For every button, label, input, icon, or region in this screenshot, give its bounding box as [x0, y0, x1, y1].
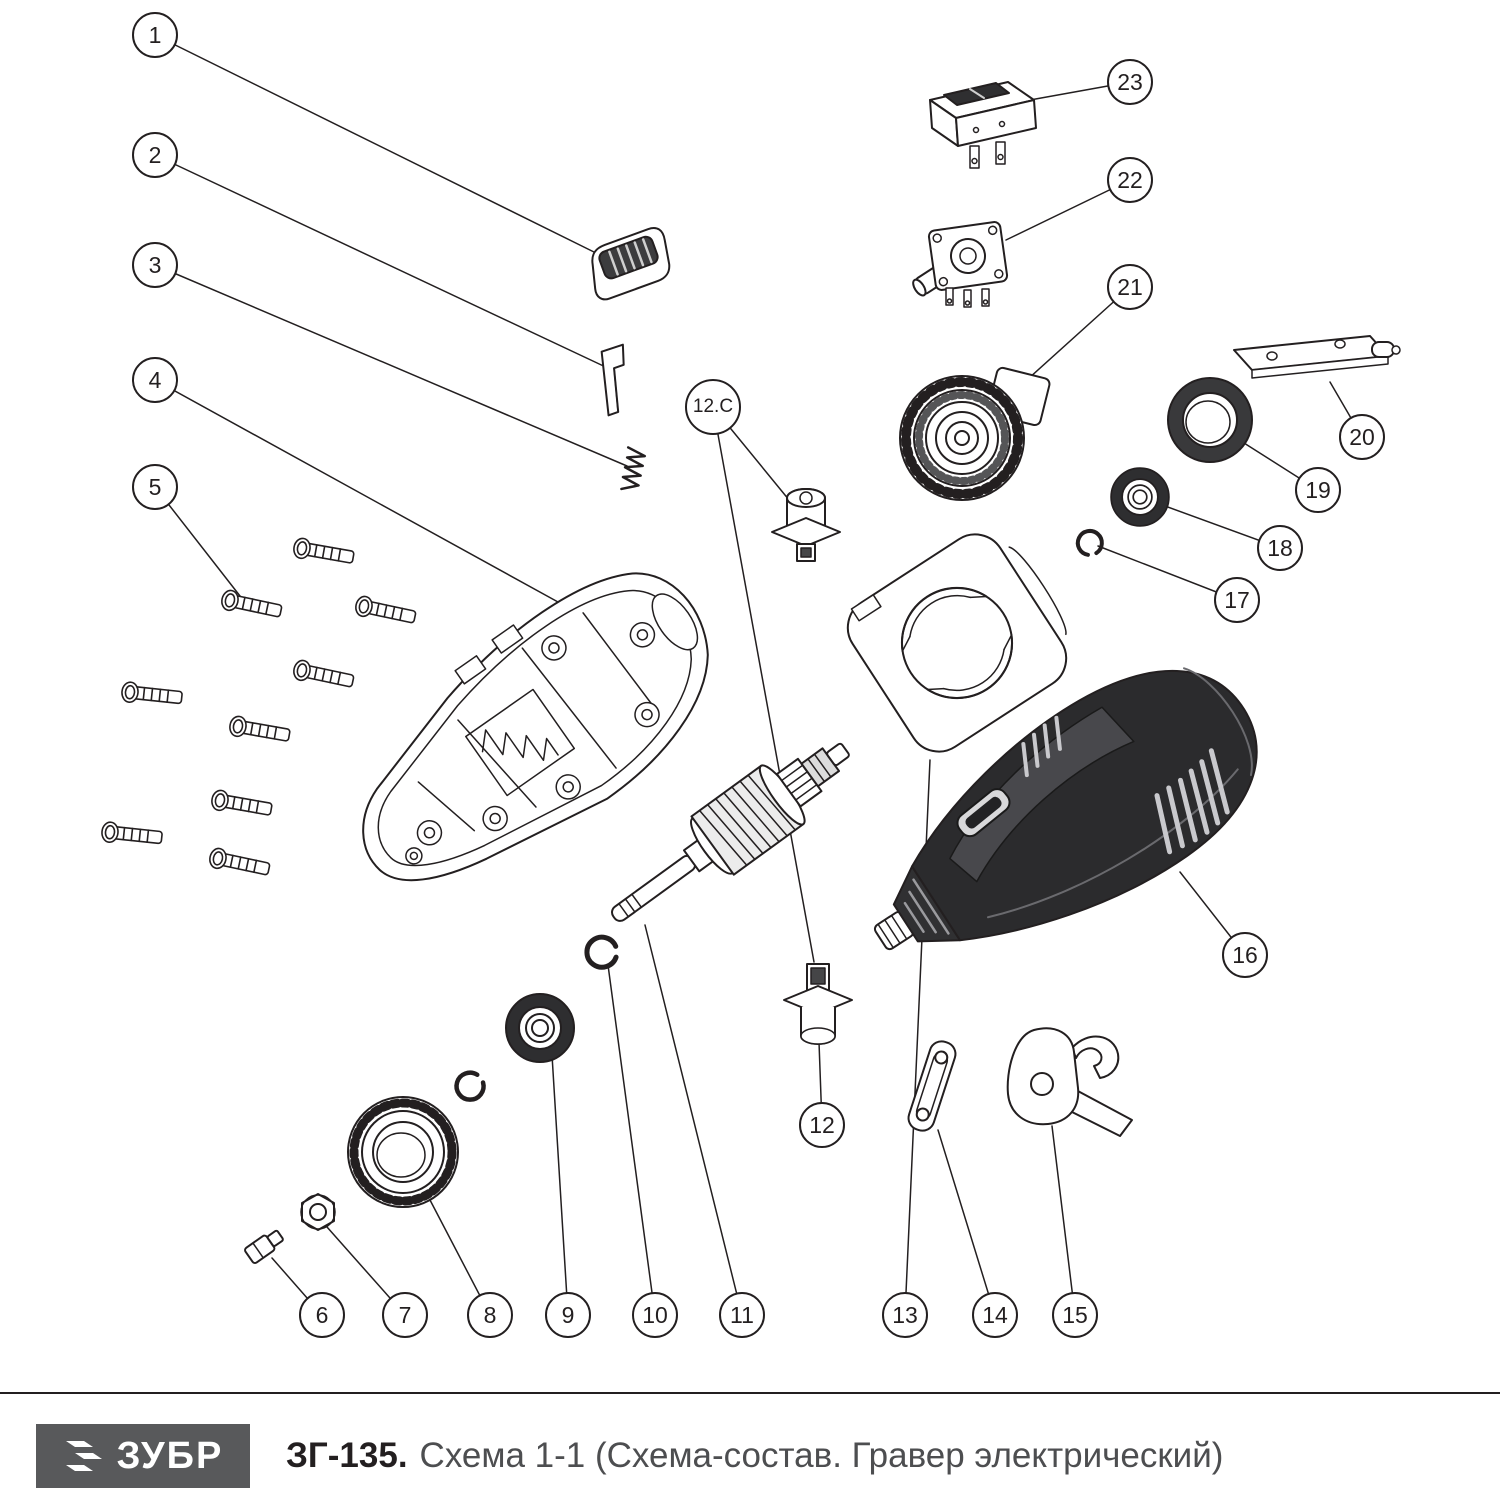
- callout-17: 17: [1214, 577, 1260, 623]
- part-22-potentiometer-drawing: [912, 221, 1009, 308]
- part-17-circlip-drawing: [1076, 529, 1104, 557]
- document-title: ЗГ-135. Схема 1-1 (Схема-состав. Гравер …: [286, 1424, 1223, 1488]
- part-6-collet-drawing: [244, 1229, 284, 1264]
- callout-18: 18: [1257, 525, 1303, 571]
- callout-14: 14: [972, 1292, 1018, 1338]
- leader-line-1: [154, 34, 599, 255]
- leader-line-15: [1051, 1125, 1076, 1316]
- part-1-slider-button-drawing: [591, 227, 671, 301]
- part-7-collet-nut-drawing: [300, 1193, 336, 1231]
- leader-line-9: [551, 1054, 569, 1316]
- part-8-nose-cap-drawing: [347, 1096, 459, 1208]
- callout-13: 13: [882, 1292, 928, 1338]
- model-number: ЗГ-135.: [286, 1436, 408, 1475]
- leader-line-12c-b: [712, 406, 815, 963]
- footer-divider: [0, 1392, 1500, 1394]
- callout-12c: 12.C: [685, 379, 741, 435]
- callout-19: 19: [1295, 467, 1341, 513]
- brand-name: ЗУБР: [116, 1434, 224, 1477]
- leader-line-11: [644, 924, 743, 1316]
- leader-line-2: [154, 154, 613, 371]
- circlip-mid-drawing: [454, 1070, 487, 1103]
- part-13-stator-drawing: [846, 533, 1068, 753]
- leader-line-3: [154, 264, 628, 467]
- part-10-circlip-drawing: [583, 933, 621, 971]
- part-21-speed-dial-drawing: [899, 366, 1051, 501]
- leader-line-14: [937, 1129, 996, 1316]
- callout-4: 4: [132, 357, 178, 403]
- callout-2: 2: [132, 132, 178, 178]
- leader-line-4: [154, 379, 559, 603]
- callout-21: 21: [1107, 264, 1153, 310]
- part-14-brush-holder-drawing: [907, 1040, 957, 1132]
- callout-12: 12: [799, 1102, 845, 1148]
- leader-line-17: [1097, 545, 1238, 601]
- callout-15: 15: [1052, 1292, 1098, 1338]
- callout-5: 5: [132, 464, 178, 510]
- part-12-carbon-brush-bottom-drawing: [783, 963, 853, 1045]
- brand-logo-box: ЗУБР: [36, 1424, 250, 1488]
- callout-11: 11: [719, 1292, 765, 1338]
- zubr-logo-icon: [65, 1441, 102, 1471]
- callout-9: 9: [545, 1292, 591, 1338]
- part-23-power-switch-drawing: [929, 81, 1037, 169]
- leader-line-10: [607, 964, 656, 1316]
- callout-7: 7: [382, 1292, 428, 1338]
- callout-22: 22: [1107, 157, 1153, 203]
- part-3-spring-drawing: [620, 446, 647, 491]
- part-11-armature-drawing: [611, 742, 850, 922]
- part-2-latch-drawing: [600, 343, 625, 417]
- callout-1: 1: [132, 12, 178, 58]
- part-4-housing-left-drawing: [362, 572, 709, 882]
- callout-16: 16: [1222, 932, 1268, 978]
- callout-10: 10: [632, 1292, 678, 1338]
- part-16-housing-right-drawing: [873, 667, 1258, 951]
- part-18-bearing-rear-drawing: [1110, 467, 1170, 527]
- leader-line-5: [154, 486, 241, 597]
- schema-subtitle: Схема 1-1 (Схема-состав. Гравер электрич…: [419, 1436, 1224, 1475]
- callout-3: 3: [132, 242, 178, 288]
- part-9-bearing-front-drawing: [505, 993, 575, 1063]
- part-15-hanger-hook-drawing: [1006, 1027, 1133, 1137]
- part-19-ring-drawing: [1167, 377, 1253, 463]
- callout-23: 23: [1107, 59, 1153, 105]
- part-12c-carbon-brush-top-drawing: [771, 488, 841, 562]
- callout-20: 20: [1339, 414, 1385, 460]
- callout-6: 6: [299, 1292, 345, 1338]
- callout-8: 8: [467, 1292, 513, 1338]
- part-20-plate-drawing: [1233, 335, 1401, 379]
